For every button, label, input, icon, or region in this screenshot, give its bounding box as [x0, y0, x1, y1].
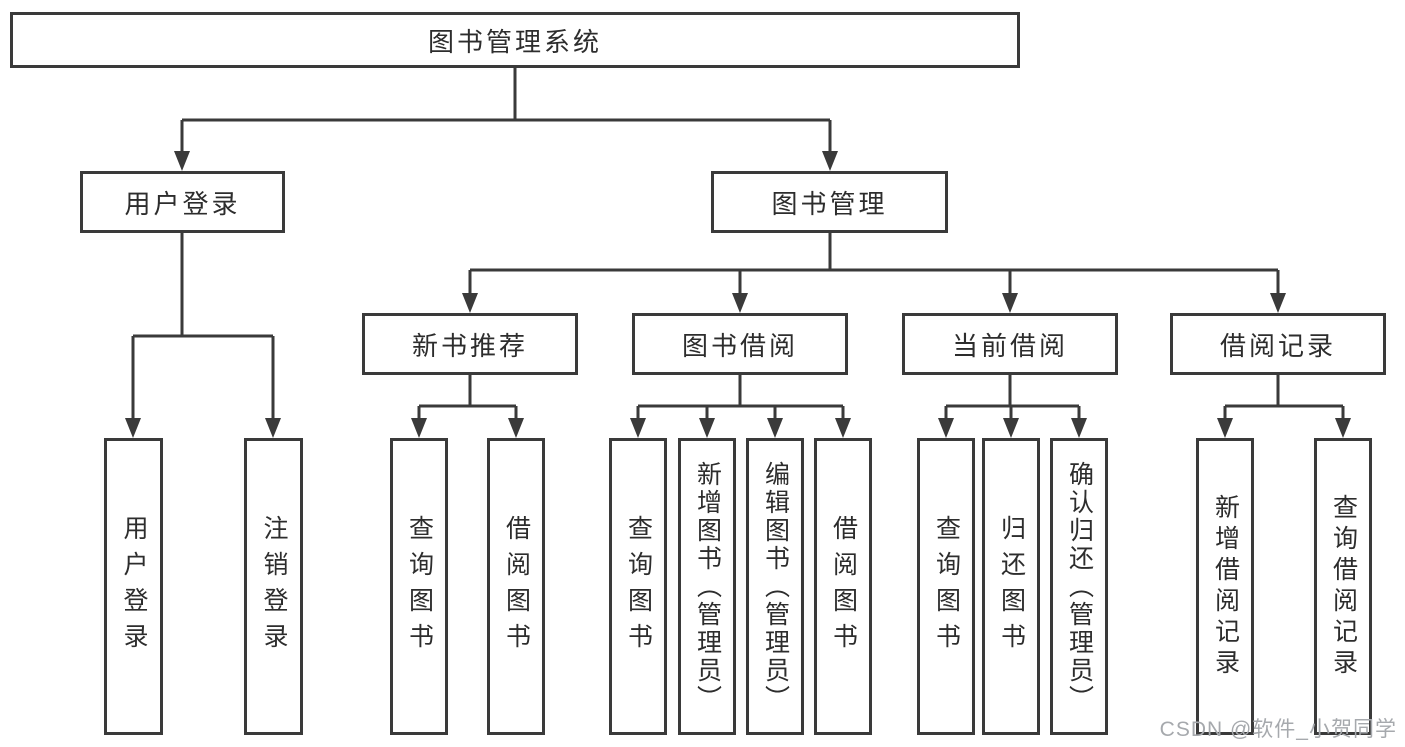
- leaf-query-books-recommend: 查询图书: [390, 438, 448, 735]
- node-current-borrow: 当前借阅: [902, 313, 1118, 375]
- leaf-query-borrow-record: 查询借阅记录: [1314, 438, 1372, 735]
- leaf-query-books-borrow: 查询图书: [609, 438, 667, 735]
- leaf-borrow-books-borrow: 借阅图书: [814, 438, 872, 735]
- leaf-confirm-return-admin: 确认归还（管理员）: [1050, 438, 1108, 735]
- node-borrow-records: 借阅记录: [1170, 313, 1386, 375]
- csdn-watermark: CSDN @软件_小贺同学: [1159, 718, 1397, 741]
- leaf-borrow-books-recommend: 借阅图书: [487, 438, 545, 735]
- node-book-borrow: 图书借阅: [632, 313, 848, 375]
- leaf-user-login: 用户登录: [104, 438, 163, 735]
- leaf-add-books-admin: 新增图书（管理员）: [678, 438, 736, 735]
- leaf-logout: 注销登录: [244, 438, 303, 735]
- leaf-return-books: 归还图书: [982, 438, 1040, 735]
- node-new-book-recommend: 新书推荐: [362, 313, 578, 375]
- node-library-management-system: 图书管理系统: [10, 12, 1020, 68]
- node-user-login: 用户登录: [80, 171, 285, 233]
- node-book-management: 图书管理: [711, 171, 948, 233]
- leaf-query-books-current: 查询图书: [917, 438, 975, 735]
- leaf-edit-books-admin: 编辑图书（管理员）: [746, 438, 804, 735]
- leaf-add-borrow-record: 新增借阅记录: [1196, 438, 1254, 735]
